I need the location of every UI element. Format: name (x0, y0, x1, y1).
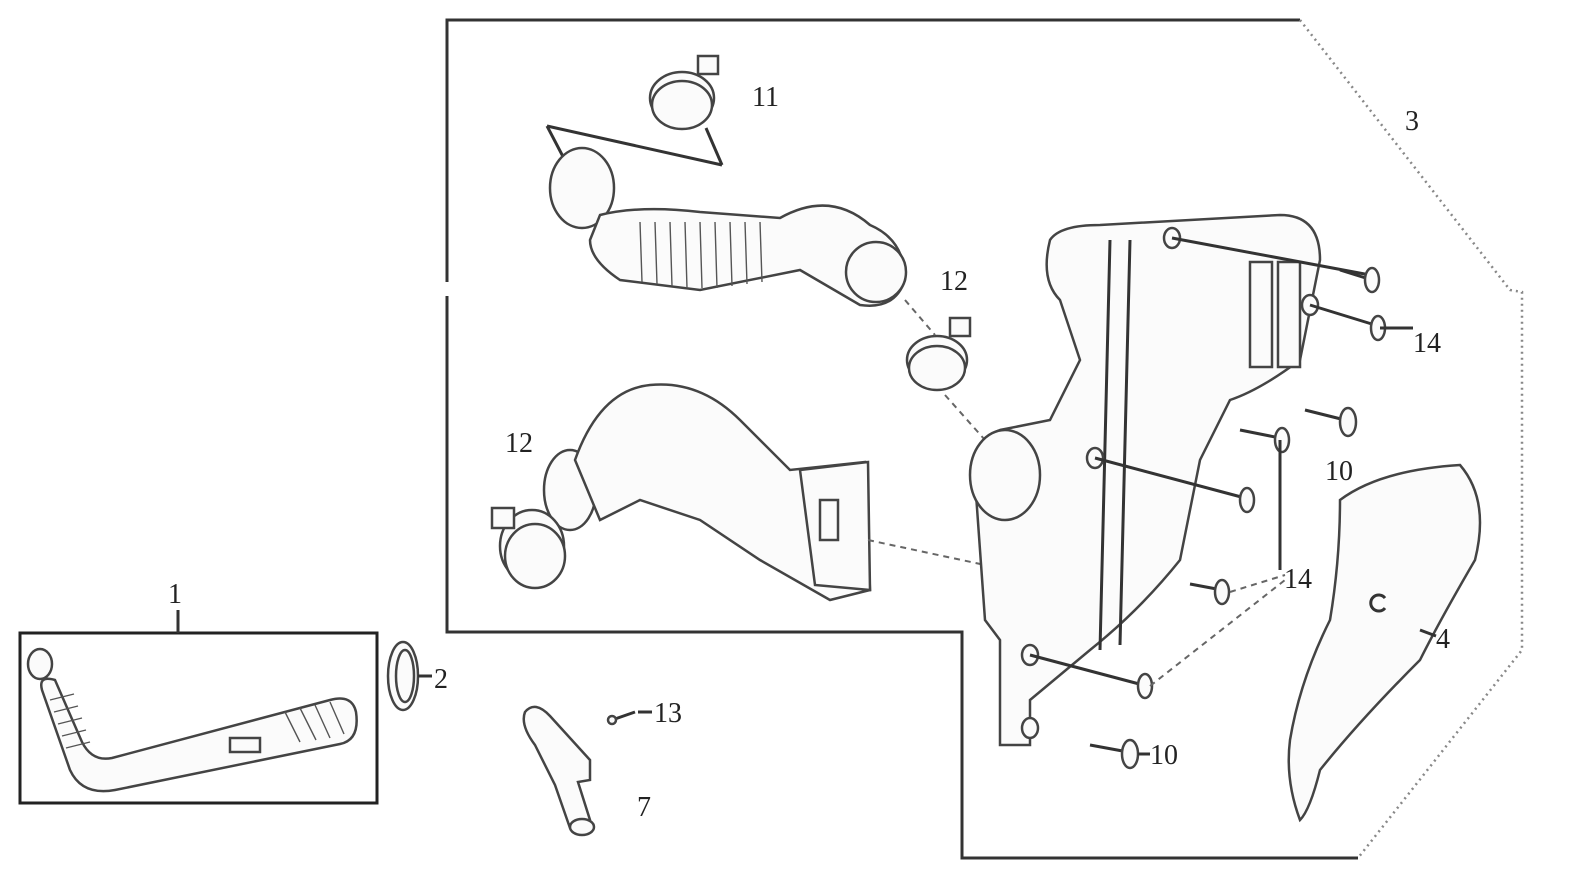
part-4-gasket (1287, 463, 1482, 823)
label-part-7: 7 (637, 792, 651, 823)
part-12-clamp-lower (490, 506, 567, 590)
part-11-clamp (648, 54, 720, 131)
label-part-10-upper: 10 (1325, 456, 1353, 487)
part-13-screw (606, 710, 636, 726)
label-part-3: 3 (1405, 106, 1419, 137)
label-part-4: 4 (1436, 624, 1450, 655)
air-box-housing (968, 213, 1322, 747)
part-7-drain-tube (522, 705, 596, 837)
lower-elbow-hose (542, 383, 986, 602)
label-part-11: 11 (752, 82, 779, 113)
label-part-1: 1 (168, 579, 182, 610)
bolts (1029, 236, 1387, 770)
part-1-intake-tube (26, 647, 358, 793)
label-part-12-upper: 12 (940, 266, 968, 297)
part-1-box (18, 631, 379, 805)
leader-lines (176, 326, 1437, 756)
label-part-13: 13 (654, 698, 682, 729)
assembly-3-boundary (445, 18, 1524, 860)
label-part-2: 2 (434, 664, 448, 695)
label-part-10-lower: 10 (1150, 740, 1178, 771)
label-part-12-lower: 12 (505, 428, 533, 459)
part-12-clamp-upper (904, 299, 986, 441)
upper-hose (545, 124, 908, 307)
part-2-clamp (386, 640, 420, 712)
label-part-14-lower: 14 (1284, 564, 1312, 595)
label-part-14-upper: 14 (1413, 328, 1441, 359)
